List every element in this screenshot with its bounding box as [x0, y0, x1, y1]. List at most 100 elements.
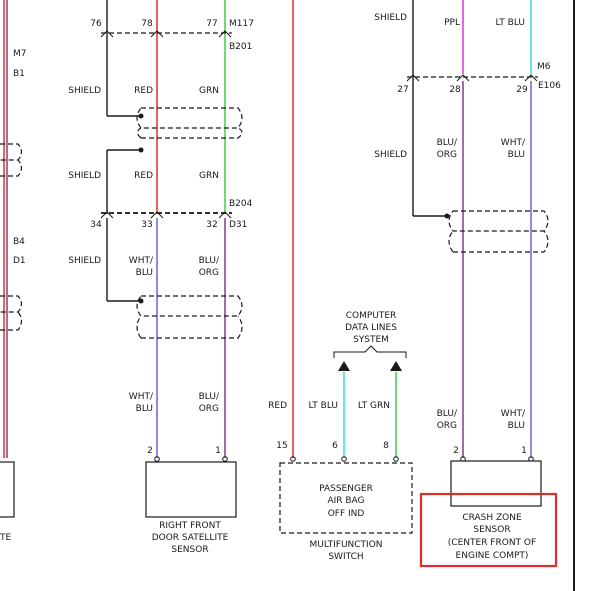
terminal-33	[150, 211, 164, 219]
left-sensor-label: TE	[0, 533, 11, 543]
terminal-27	[406, 74, 420, 82]
data-lines-label-1: COMPUTER	[346, 311, 397, 321]
crash-zone-sensor-box	[450, 460, 542, 507]
air-bag-label-3: OFF IND	[328, 509, 365, 519]
shield-tube-2	[136, 295, 243, 339]
label-shield-2: SHIELD	[68, 171, 101, 181]
crash-zone-label-4: ENGINE COMPT)	[456, 551, 529, 561]
terminal-6	[341, 456, 347, 462]
data-lines-bracket	[333, 345, 407, 358]
connector-m6: M6	[537, 62, 551, 72]
connector-e106: E106	[538, 81, 561, 91]
right-front-door-circuit: 76 78 77 M117 B201 SHIELD RED GRN SHIELD…	[68, 0, 254, 555]
crash-zone-label-3: (CENTER FRONT OF	[448, 538, 536, 548]
pin-27: 27	[397, 85, 408, 95]
terminal-29	[524, 74, 538, 82]
data-lines-label-2: DATA LINES	[345, 323, 397, 333]
connector-b1: B1	[13, 69, 25, 79]
connector-d31: D31	[229, 220, 247, 230]
label-org-cz: ORG	[437, 150, 457, 160]
crash-zone-circuit: SHIELD PPL LT BLU M6 27 28 29 E106 SHIEL…	[374, 0, 561, 568]
label-red-2: RED	[134, 171, 153, 181]
terminal-door-1	[222, 456, 228, 462]
connector-d1: D1	[13, 256, 26, 266]
terminal-78	[150, 30, 164, 38]
label-grn-1: GRN	[199, 86, 219, 96]
door-sensor-label-2: DOOR SATELLITE	[152, 533, 229, 543]
terminal-28	[456, 74, 470, 82]
pin-1-cz: 1	[521, 446, 527, 456]
air-bag-label-2: AIR BAG	[327, 496, 364, 506]
label-blu-slash-3: BLU/	[199, 256, 220, 266]
crash-zone-label-2: SENSOR	[473, 525, 510, 535]
data-lines-label-3: SYSTEM	[353, 335, 389, 345]
pin-33: 33	[141, 220, 152, 230]
terminal-34	[100, 211, 114, 219]
air-bag-label-1: PASSENGER	[319, 484, 373, 494]
connector-b204: B204	[229, 199, 253, 209]
shield-splice-1	[138, 113, 144, 119]
shield-tube-left-lower	[0, 295, 23, 331]
label-lt-grn-switch: LT GRN	[358, 401, 390, 411]
left-satellite-sensor-box	[0, 461, 15, 518]
shield-tube-1	[136, 107, 243, 139]
terminal-77	[218, 30, 232, 38]
arrow-lt-blu	[338, 361, 350, 371]
pin-34: 34	[90, 220, 102, 230]
shield-tube-left-upper	[0, 143, 23, 177]
pin-8: 8	[383, 441, 389, 451]
label-red-1: RED	[134, 86, 153, 96]
terminal-32	[218, 211, 232, 219]
left-partial-circuit: M7 B1 B4 D1 TE	[0, 0, 27, 543]
label-blu-cz: BLU	[508, 150, 525, 160]
label-wht-cz: WHT/	[501, 138, 526, 148]
label-org-cz-2: ORG	[437, 421, 457, 431]
pin-29: 29	[516, 85, 528, 95]
pin-28: 28	[449, 85, 461, 95]
terminal-8	[393, 456, 399, 462]
crash-zone-highlight	[419, 492, 558, 568]
pin-77: 77	[206, 19, 217, 29]
door-sensor-label-3: SENSOR	[171, 545, 208, 555]
terminal-76	[100, 30, 114, 38]
shield-splice-2	[138, 147, 144, 153]
switch-label-1: MULTIFUNCTION	[309, 540, 382, 550]
shield-splice-cz	[444, 213, 450, 219]
connector-b4: B4	[13, 237, 25, 247]
terminal-door-2	[154, 456, 160, 462]
label-blu-slash-cz: BLU/	[437, 138, 458, 148]
label-blu-3: BLU	[136, 268, 153, 278]
pin-2-cz: 2	[453, 446, 459, 456]
label-shield-cz-top: SHIELD	[374, 13, 407, 23]
label-org-4: ORG	[199, 404, 219, 414]
connector-m117: M117	[229, 19, 254, 29]
right-front-door-sensor-box	[145, 461, 237, 518]
multifunction-switch-outline	[279, 462, 413, 534]
pin-6: 6	[332, 441, 338, 451]
connector-m7: M7	[13, 49, 27, 59]
pin-32: 32	[206, 220, 217, 230]
switch-label-2: SWITCH	[328, 552, 363, 562]
label-blu-slash-4: BLU/	[199, 392, 220, 402]
crash-zone-label-1: CRASH ZONE	[462, 513, 522, 523]
pin-76: 76	[90, 19, 102, 29]
pin-1-door: 1	[215, 446, 221, 456]
label-wht-cz-2: WHT/	[501, 409, 526, 419]
label-org-3: ORG	[199, 268, 219, 278]
label-red-switch: RED	[268, 401, 287, 411]
pin-2-door: 2	[147, 446, 153, 456]
label-shield-3: SHIELD	[68, 256, 101, 266]
shield-splice-3	[138, 298, 144, 304]
label-blu-4: BLU	[136, 404, 153, 414]
terminal-15	[290, 456, 296, 462]
connector-b201: B201	[229, 42, 252, 52]
label-blu-cz-2: BLU	[508, 421, 525, 431]
label-grn-2: GRN	[199, 171, 219, 181]
label-wht-3: WHT/	[129, 256, 154, 266]
pin-15: 15	[276, 441, 287, 451]
label-lt-blu-cz: LT BLU	[496, 18, 525, 28]
label-wht-4: WHT/	[129, 392, 154, 402]
multifunction-switch-circuit: COMPUTER DATA LINES SYSTEM RED LT BLU LT…	[268, 0, 413, 562]
label-shield-cz: SHIELD	[374, 150, 407, 160]
